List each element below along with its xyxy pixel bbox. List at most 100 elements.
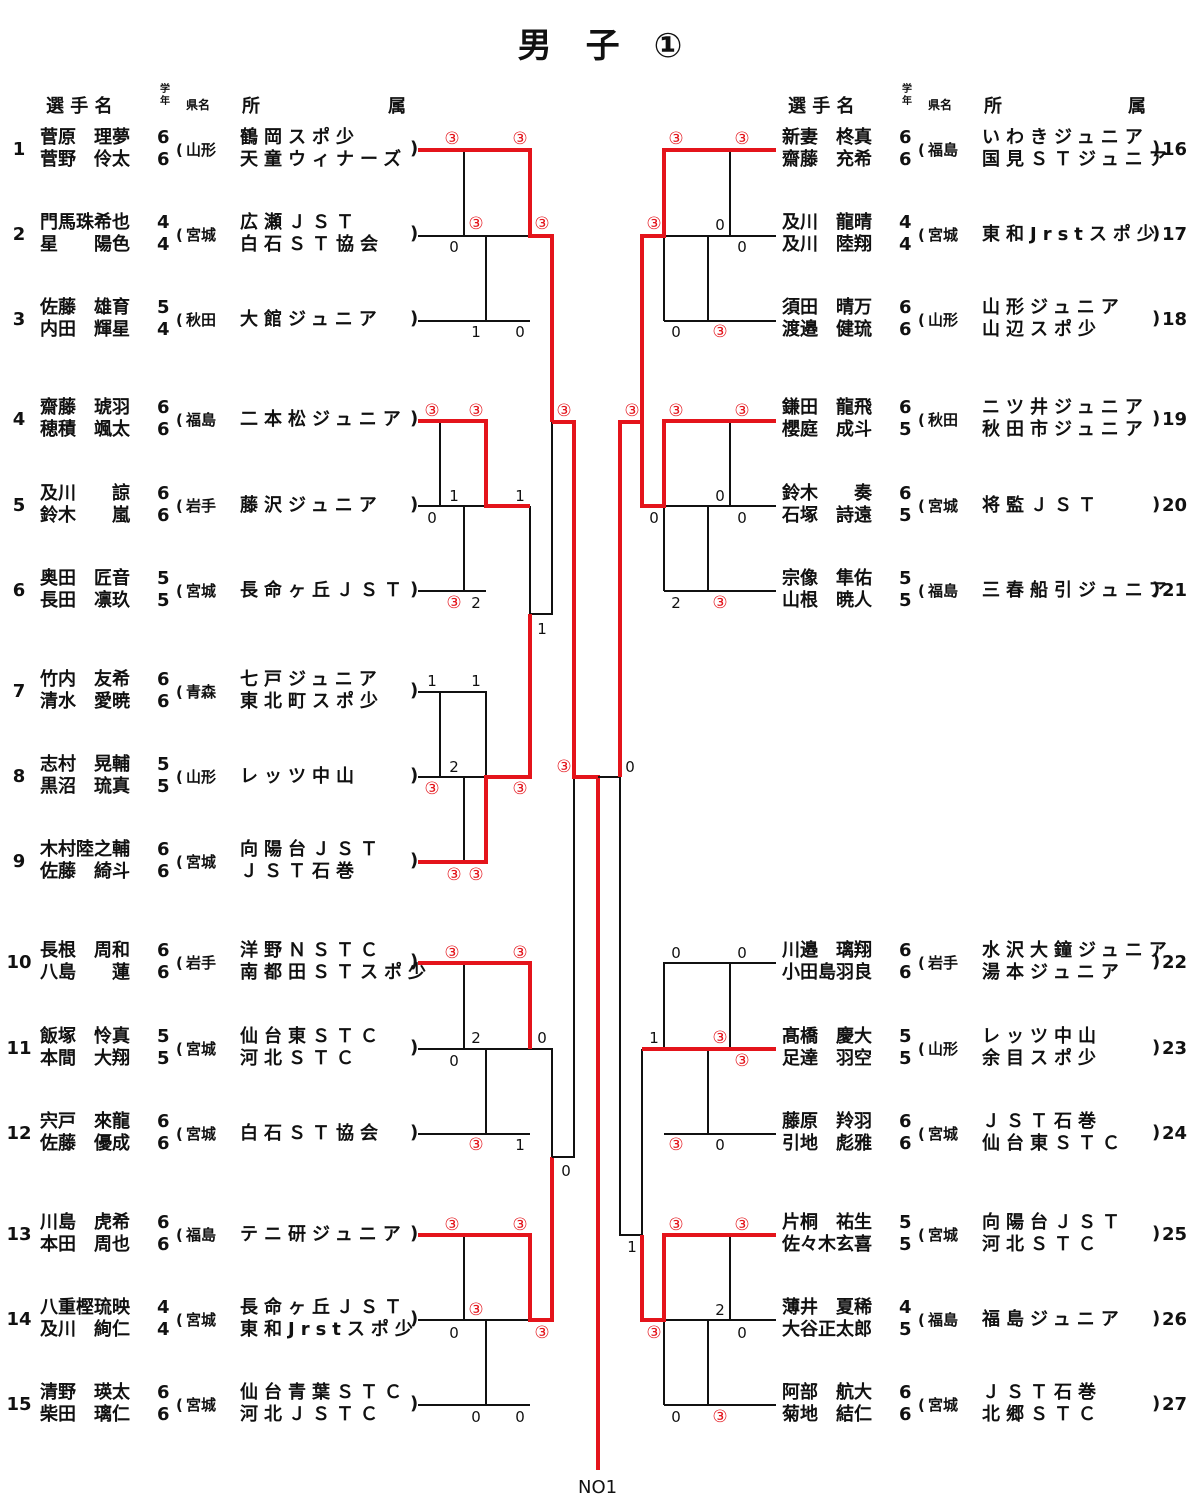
player-name: 星 陽色 <box>40 234 130 255</box>
score-label: ③ <box>444 943 459 963</box>
bracket-line <box>598 422 621 778</box>
grade: 6 <box>157 149 170 170</box>
score-label: 1 <box>515 487 525 505</box>
grade: 6 <box>157 397 170 418</box>
close-bracket: ) <box>410 1122 419 1143</box>
seed-number: 4 <box>12 409 26 430</box>
affiliation: いわきジュニア <box>982 127 1149 148</box>
player-name: 足達 羽空 <box>782 1048 872 1069</box>
seed-number: 20 <box>1162 495 1188 516</box>
prefecture: 宮城 <box>928 497 959 515</box>
grade: 5 <box>899 1319 912 1340</box>
affiliation: 河北ＳＴＣ <box>240 1048 360 1069</box>
player-name: 菅野 伶太 <box>40 149 130 170</box>
score-label: ③ <box>468 865 483 885</box>
score-label: 0 <box>449 1052 459 1070</box>
pref-bracket: ( <box>176 768 183 786</box>
affiliation: 向陽台ＪＳＴ <box>982 1212 1126 1233</box>
player-name: 本田 周也 <box>40 1234 130 1255</box>
affiliation: 水沢大鐘ジュニア <box>982 940 1173 961</box>
seed-number: 12 <box>6 1123 32 1144</box>
pref-bracket: ( <box>176 1396 183 1414</box>
score-label: 1 <box>627 1238 637 1256</box>
seed-number: 25 <box>1162 1224 1188 1245</box>
score-label: ③ <box>734 401 749 421</box>
player-name: 鎌田 龍飛 <box>782 397 872 418</box>
player-name: 佐々木玄喜 <box>782 1234 872 1255</box>
affiliation: 白石ＳＴ協会 <box>240 234 384 255</box>
score-label: ③ <box>668 1215 683 1235</box>
header-player-left: 選 手 名 <box>46 96 113 117</box>
seed-number: 1 <box>12 139 26 160</box>
seed-number: 27 <box>1162 1394 1188 1415</box>
player-name: 八重樫琉映 <box>40 1297 130 1318</box>
pref-bracket: ( <box>918 141 925 159</box>
score-label: 0 <box>671 323 681 341</box>
grade: 6 <box>157 1382 170 1403</box>
close-bracket: ) <box>410 765 419 786</box>
grade: 4 <box>899 234 912 255</box>
seed-number: 2 <box>12 224 26 245</box>
score-label: ③ <box>512 129 527 149</box>
grade: 5 <box>899 1212 912 1233</box>
player-name: 黒沼 琉真 <box>40 776 130 797</box>
grade: 6 <box>157 127 170 148</box>
player-name: 長根 周和 <box>40 940 130 961</box>
player-name: 菅原 理夢 <box>40 127 130 148</box>
grade: 6 <box>157 861 170 882</box>
seed-number: 13 <box>6 1224 32 1245</box>
pref-bracket: ( <box>176 411 183 429</box>
player-name: 木村陸之輔 <box>40 839 130 860</box>
prefecture: 福島 <box>928 1311 959 1329</box>
score-label: 0 <box>737 509 747 527</box>
player-name: 清野 瑛太 <box>40 1382 130 1403</box>
score-label: 0 <box>671 1408 681 1426</box>
grade: 4 <box>157 212 170 233</box>
player-name: 鈴木 嵐 <box>40 505 130 526</box>
affiliation: 七戸ジュニア <box>240 669 383 690</box>
seed-number: 9 <box>12 851 26 872</box>
prefecture: 宮城 <box>928 1125 959 1143</box>
prefecture: 宮城 <box>186 582 217 600</box>
close-bracket: ) <box>410 951 419 972</box>
grade: 6 <box>899 397 912 418</box>
prefecture: 宮城 <box>186 226 217 244</box>
score-label: 1 <box>449 487 459 505</box>
score-label: 2 <box>471 594 481 612</box>
score-label: ③ <box>512 1215 527 1235</box>
affiliation: 大館ジュニア <box>240 309 383 330</box>
player-name: 八島 蓮 <box>40 962 130 983</box>
bracket-line <box>529 422 553 615</box>
score-label: ③ <box>512 943 527 963</box>
grade: 6 <box>899 1111 912 1132</box>
close-bracket: ) <box>410 138 419 159</box>
grade: 5 <box>899 568 912 589</box>
close-bracket: ) <box>1152 579 1161 600</box>
close-bracket: ) <box>410 1393 419 1414</box>
prefecture: 山形 <box>186 768 217 786</box>
close-bracket: ) <box>1152 494 1161 515</box>
score-label: ③ <box>668 1135 683 1155</box>
header-player-right: 選 手 名 <box>788 96 855 117</box>
prefecture: 岩手 <box>928 954 959 972</box>
winner-path <box>618 420 642 777</box>
seed-number: 16 <box>1162 139 1188 160</box>
player-name: 柴田 璃仁 <box>40 1404 130 1425</box>
player-name: 佐藤 雄育 <box>40 297 130 318</box>
seed-number: 6 <box>12 580 26 601</box>
pref-bracket: ( <box>918 226 925 244</box>
player-name: 髙橋 慶大 <box>782 1026 872 1047</box>
prefecture: 福島 <box>186 1226 217 1244</box>
player-name: 薄井 夏稀 <box>782 1297 872 1318</box>
score-label: ③ <box>446 593 461 613</box>
player-name: 引地 彪雅 <box>782 1133 872 1154</box>
prefecture: 山形 <box>928 311 959 329</box>
pref-bracket: ( <box>918 1125 925 1143</box>
score-label: ③ <box>444 129 459 149</box>
score-label: 2 <box>449 758 459 776</box>
pref-bracket: ( <box>176 141 183 159</box>
